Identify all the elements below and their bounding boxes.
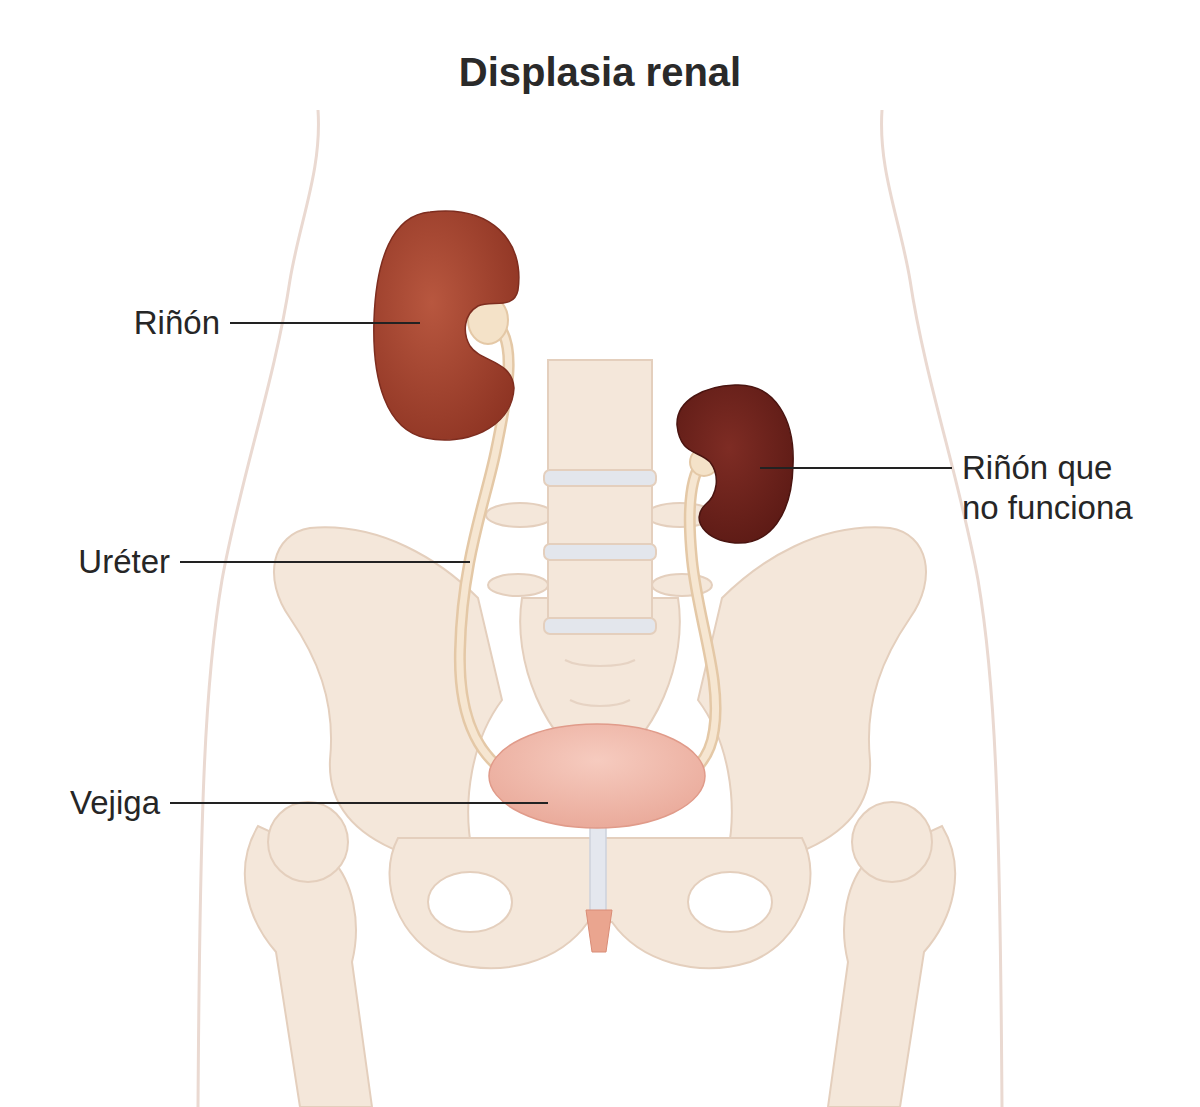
leader-line [230, 322, 420, 324]
part-label: Riñón [134, 303, 220, 343]
transverse-process [652, 574, 712, 596]
leader-line [760, 467, 952, 469]
intervertebral-disc [544, 544, 656, 560]
femur-head [852, 802, 932, 882]
obturator-foramen [688, 872, 772, 932]
transverse-process [488, 574, 548, 596]
vertebra [548, 360, 652, 470]
urethra-tip [586, 910, 612, 952]
vertebra [548, 560, 652, 618]
urethra [590, 820, 606, 912]
bladder [489, 724, 705, 828]
sacrum-line [570, 700, 630, 706]
vertebra [548, 486, 652, 544]
leader-line [170, 802, 548, 804]
intervertebral-disc [544, 470, 656, 486]
kidney [374, 211, 519, 440]
part-label: Vejiga [70, 783, 160, 823]
part-label: Riñón que no funciona [962, 448, 1147, 527]
transverse-process [486, 503, 554, 527]
obturator-foramen [428, 872, 512, 932]
leader-line [180, 561, 470, 563]
intervertebral-disc [544, 618, 656, 634]
femur-head [268, 802, 348, 882]
sacrum-line [565, 660, 635, 666]
part-label: Uréter [78, 542, 170, 582]
diagram-title: Displasia renal [459, 48, 741, 96]
dysplastic-kidney [677, 385, 793, 543]
